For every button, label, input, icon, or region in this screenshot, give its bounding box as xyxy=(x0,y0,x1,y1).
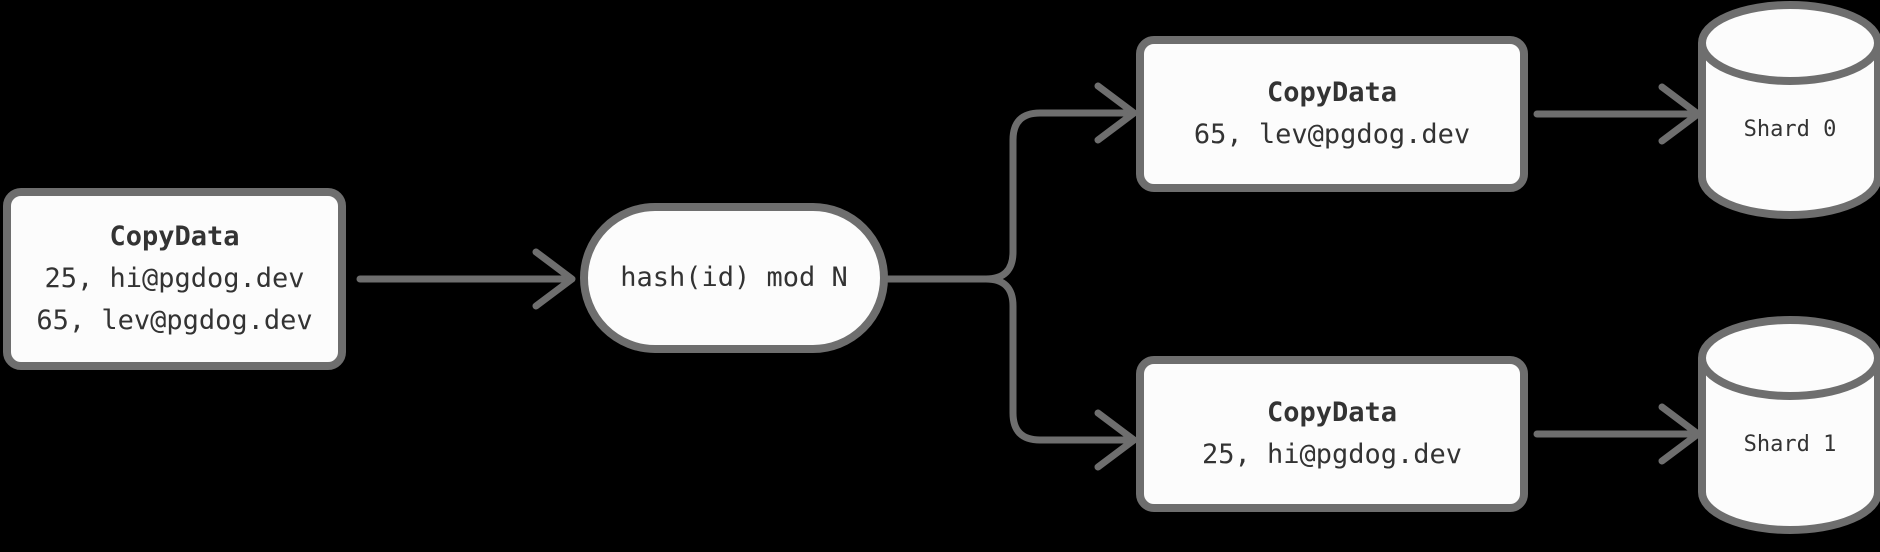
shard1-copydata-box[interactable] xyxy=(1136,356,1528,512)
shard0-copydata-box[interactable] xyxy=(1136,36,1528,192)
arrowhead-to-shard0-payload xyxy=(1094,82,1138,144)
edge-payload-to-shard0 xyxy=(1533,83,1702,145)
edge-payload-to-shard1 xyxy=(1533,403,1702,465)
hash-router-pill[interactable] xyxy=(580,203,888,353)
edge-source-to-router xyxy=(356,248,576,310)
shard0-database-cylinder[interactable] xyxy=(1698,1,1880,219)
shard1-database-cylinder[interactable] xyxy=(1698,316,1880,534)
source-copydata-box[interactable] xyxy=(3,188,346,370)
edge-router-fork xyxy=(884,82,1138,471)
arrowhead-to-shard1-payload xyxy=(1094,409,1138,471)
